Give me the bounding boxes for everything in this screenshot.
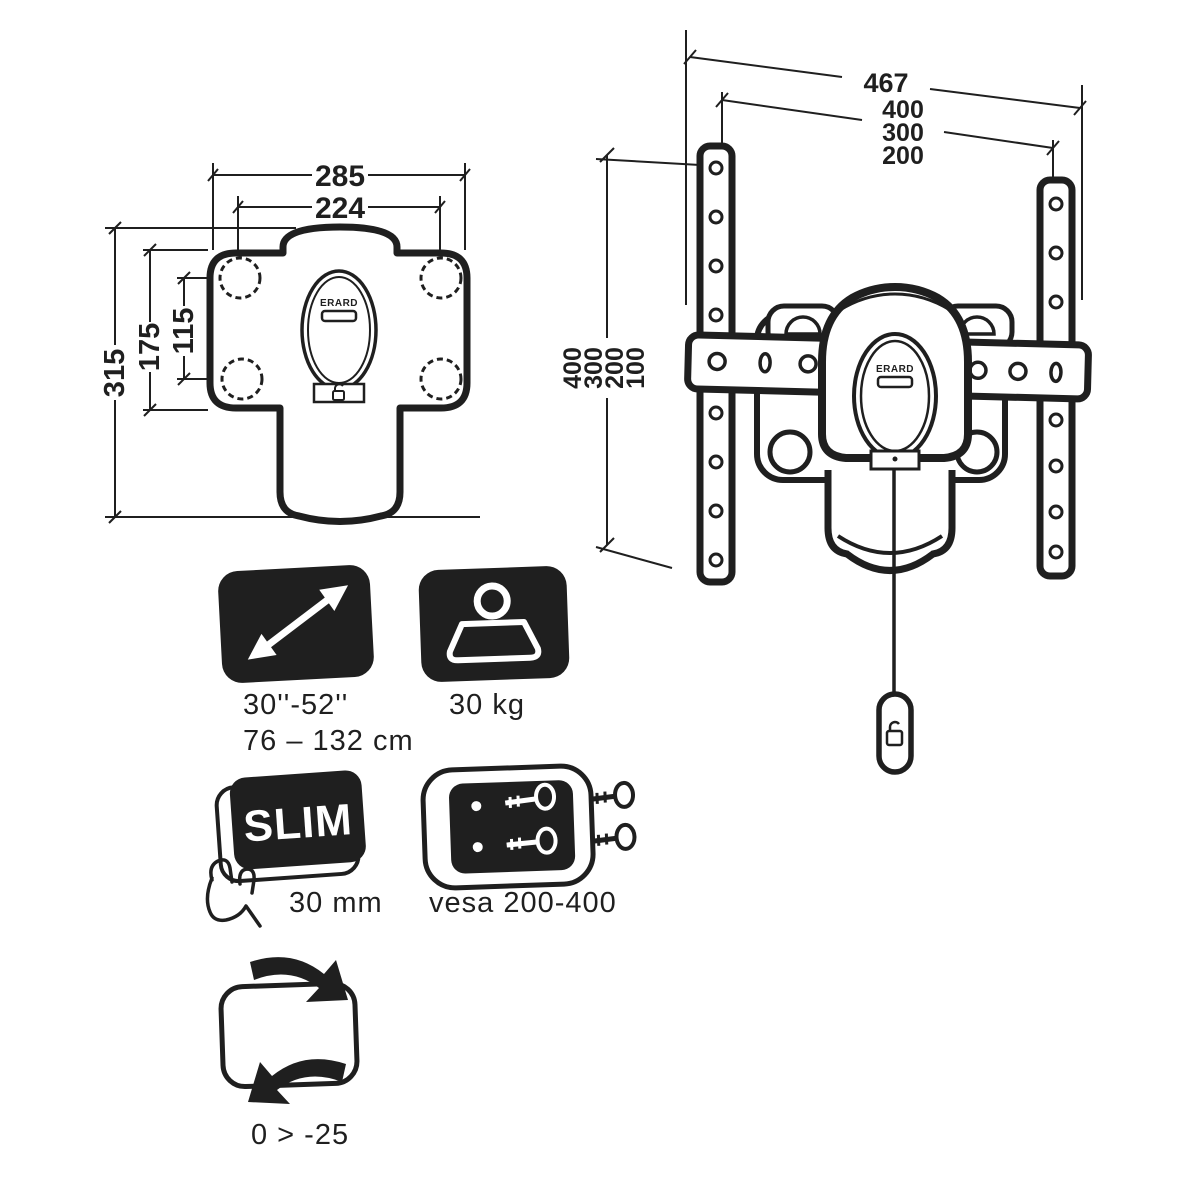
tick: [715, 92, 729, 108]
tick: [599, 537, 615, 553]
weight-ring: [473, 582, 511, 620]
dim-label-v200: 200: [601, 347, 629, 389]
cord-handle: [876, 691, 914, 775]
tilt-arrows-icon: [218, 957, 360, 1104]
center-oval-outer: [300, 269, 378, 391]
tick: [1046, 140, 1060, 156]
tick: [207, 168, 219, 182]
outer-screws: [592, 780, 637, 851]
dim-line-400-200: [721, 99, 863, 121]
tick: [143, 243, 157, 257]
brand-logo-text: ERARD: [320, 298, 358, 309]
vesa-inner-plate: [449, 780, 576, 874]
dim-label-height-holes: 115: [168, 308, 200, 355]
vesa-arms-diagram: 467 400 300 200 400 300 200 100: [559, 30, 1092, 775]
brand-logo-plate: [320, 309, 358, 323]
diagonal-line: [261, 593, 335, 652]
vesa-hole: [471, 801, 482, 812]
slim-badge-icon: SLIM: [214, 770, 366, 884]
max-weight-value: 30 kg: [449, 689, 525, 721]
tick: [683, 49, 697, 65]
extension-line: [595, 546, 673, 569]
wing-hole-left: [767, 429, 813, 475]
dim-line-400-200: [943, 131, 1054, 149]
anchor-hole: [220, 357, 264, 401]
wall-anchor-holes: [218, 256, 463, 401]
dim-label-v100: 100: [622, 347, 650, 389]
anchor-hole: [419, 357, 463, 401]
dim-label-height-outer: 315: [99, 349, 131, 397]
tick: [108, 221, 122, 235]
dome-inner-line: [839, 292, 951, 312]
inner-screws: [504, 782, 558, 855]
crossbar-holes: [707, 351, 1063, 384]
padlock-icon: [885, 720, 904, 747]
screen-size-cm: 76 – 132 cm: [243, 725, 414, 757]
tick: [177, 271, 191, 285]
wall-plate-diagram: 285 224 315 175 115 ERARD: [99, 160, 480, 525]
pinch-hand-icon: [205, 858, 262, 928]
rail-holes: [708, 160, 1064, 568]
dim-label-width-outer: 285: [315, 160, 365, 193]
feature-icons: 30''-52'' 76 – 132 cm 30 kg SLIM 30 mm: [205, 565, 637, 1151]
vesa-value: vesa 200-400: [429, 887, 617, 919]
brand-logo-plate: [876, 375, 914, 389]
cord-anchor-dot: [892, 456, 898, 462]
tilt-arrow-top: [250, 957, 348, 1002]
tick: [599, 147, 615, 163]
diagonal-arrow-icon: [218, 565, 374, 683]
dim-line-467: [689, 56, 843, 78]
dim-label-height-mid: 175: [134, 323, 166, 371]
tick: [434, 200, 446, 214]
screen-size-inches: 30''-52'': [243, 689, 348, 721]
icon-badge: [229, 770, 366, 870]
tick: [459, 168, 471, 182]
dim-line-467: [929, 88, 1081, 109]
screen-outline: [218, 980, 360, 1090]
arrowhead-down: [247, 633, 277, 660]
vesa-hole: [472, 842, 483, 853]
center-oval-outer: [852, 332, 938, 460]
left-ear-cutout: [784, 315, 822, 336]
tick: [143, 403, 157, 417]
column-crease: [836, 534, 944, 555]
dim-label-width-holes: 224: [315, 192, 365, 225]
dim-label-h200: 200: [882, 142, 924, 170]
dim-label-v400: 400: [559, 347, 587, 389]
anchor-hole: [419, 256, 463, 300]
anchor-hole: [218, 256, 262, 300]
extension-line: [595, 158, 701, 166]
arrowhead-up: [319, 585, 349, 611]
weight-body: [446, 618, 542, 664]
dim-label-v300: 300: [580, 347, 608, 389]
tick: [1073, 100, 1087, 116]
dim-label-width-total: 467: [863, 68, 908, 98]
vesa-plate-icon: [420, 763, 637, 891]
tilt-range-value: 0 > -25: [251, 1119, 349, 1151]
dim-label-h400: 400: [882, 96, 924, 124]
center-column: [824, 470, 956, 574]
vesa-dimension-lines: [595, 30, 1087, 569]
dim-label-h300: 300: [882, 119, 924, 147]
tick: [232, 200, 244, 214]
tilt-arrow-bottom: [248, 1059, 346, 1104]
slim-depth-value: 30 mm: [289, 887, 383, 919]
weight-icon: [418, 566, 570, 682]
tick: [177, 372, 191, 386]
slim-badge-text: SLIM: [242, 795, 354, 851]
padlock-icon: [332, 383, 345, 401]
tick: [108, 510, 122, 524]
brand-logo-text: ERARD: [876, 364, 914, 375]
